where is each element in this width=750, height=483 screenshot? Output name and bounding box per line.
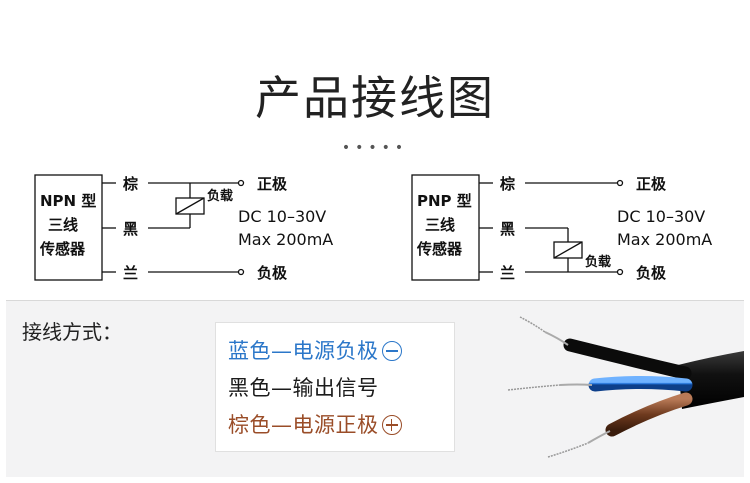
pnp-positive-terminal bbox=[616, 179, 624, 187]
page-title: 产品接线图 bbox=[255, 71, 495, 125]
npn-name-line1: NPN 型 bbox=[40, 192, 96, 210]
pnp-negative-label: 负极 bbox=[636, 264, 667, 282]
pnp-diagram bbox=[411, 174, 624, 281]
npn-load-label: 负载 bbox=[207, 188, 233, 204]
npn-negative-terminal bbox=[237, 268, 245, 276]
npn-wire-black: 黑 bbox=[123, 220, 138, 238]
minus-circle-icon bbox=[381, 341, 402, 361]
legend-blue-text: 蓝色—电源负极 bbox=[228, 339, 379, 363]
npn-name-line3: 传感器 bbox=[39, 240, 86, 258]
plus-circle-icon bbox=[381, 415, 402, 435]
legend-blue-negative: 蓝色—电源负极 bbox=[228, 335, 402, 365]
black-wire bbox=[563, 338, 692, 380]
npn-spec-voltage: DC 10–30V bbox=[238, 207, 326, 226]
legend-brown-positive: 棕色—电源正极 bbox=[228, 409, 402, 439]
pnp-wire-brown: 棕 bbox=[500, 175, 515, 193]
pnp-negative-terminal bbox=[616, 268, 624, 276]
legend-black-signal: 黑色—输出信号 bbox=[228, 372, 379, 402]
npn-wire-blue: 兰 bbox=[123, 264, 138, 282]
pnp-spec-voltage: DC 10–30V bbox=[617, 207, 705, 226]
pnp-name-line1: PNP 型 bbox=[417, 192, 472, 210]
legend-black-text: 黑色—输出信号 bbox=[228, 376, 379, 400]
pnp-wire-black: 黑 bbox=[500, 220, 515, 238]
wiring-method-label: 接线方式： bbox=[22, 320, 122, 344]
npn-positive-terminal bbox=[237, 179, 245, 187]
cable-illustration bbox=[507, 316, 744, 458]
npn-name-line2: 三线 bbox=[48, 216, 78, 234]
pnp-labels: PNP 型 三线 传感器 棕 黑 兰 负载 正极 负极 DC 10–30V Ma… bbox=[416, 175, 712, 282]
npn-diagram bbox=[34, 174, 245, 281]
pnp-load-label: 负载 bbox=[585, 254, 611, 270]
wiring-diagrams: NPN 型 三线 传感器 棕 黑 兰 负载 正极 负极 DC 10–30V Ma… bbox=[34, 174, 712, 282]
pnp-name-line2: 三线 bbox=[425, 216, 455, 234]
blue-wire bbox=[588, 376, 693, 392]
npn-spec-current: Max 200mA bbox=[238, 230, 333, 249]
npn-positive-label: 正极 bbox=[257, 175, 288, 193]
pnp-positive-label: 正极 bbox=[636, 175, 667, 193]
npn-negative-label: 负极 bbox=[257, 264, 288, 282]
cable-sheath bbox=[678, 351, 744, 409]
legend-brown-text: 棕色—电源正极 bbox=[228, 413, 379, 437]
npn-wire-brown: 棕 bbox=[123, 175, 138, 193]
pnp-spec-current: Max 200mA bbox=[617, 230, 712, 249]
brown-wire bbox=[605, 392, 693, 437]
wire-color-legend bbox=[215, 322, 455, 452]
pnp-wire-blue: 兰 bbox=[500, 264, 515, 282]
title-dots: ••••• bbox=[341, 140, 409, 156]
pnp-name-line3: 传感器 bbox=[416, 240, 463, 258]
npn-labels: NPN 型 三线 传感器 棕 黑 兰 负载 正极 负极 DC 10–30V Ma… bbox=[39, 175, 333, 282]
